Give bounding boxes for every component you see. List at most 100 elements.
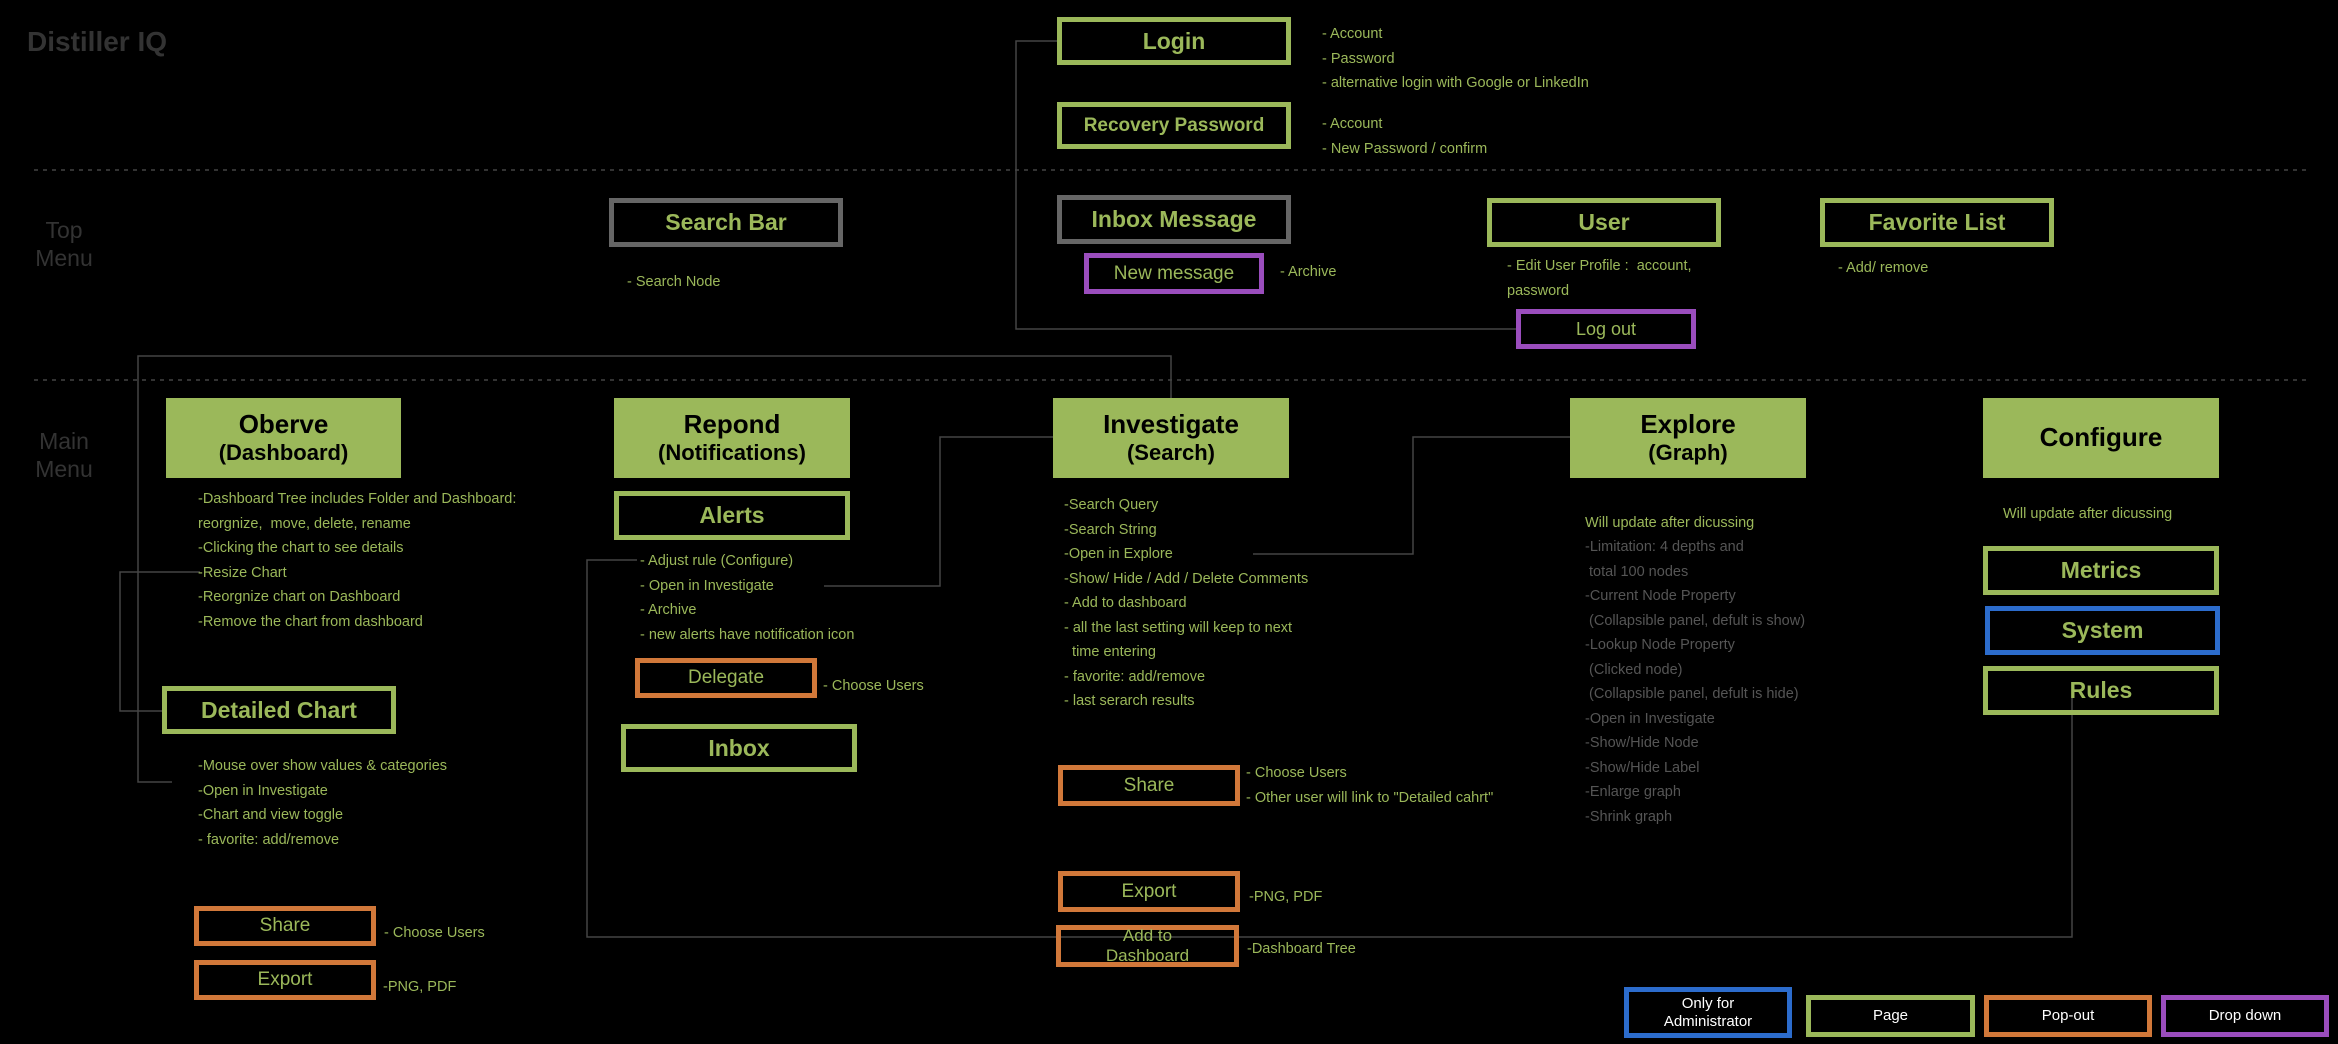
explore-note: -Enlarge graph xyxy=(1585,784,1681,800)
investigate-share-note: - Other user will link to "Detailed cahr… xyxy=(1246,789,1494,806)
legend-page: Page xyxy=(1806,995,1975,1037)
investigate-note: -Show/ Hide / Add / Delete Comments xyxy=(1064,570,1309,587)
explore-notes: -Limitation: 4 depths and total 100 node… xyxy=(1585,535,1805,829)
login-note: - Account xyxy=(1322,26,1383,42)
explore-note: -Shrink graph xyxy=(1585,808,1673,825)
explore-note: (Collapsible panel, defult is hide) xyxy=(1585,686,1799,702)
legend-dropdown: Drop down xyxy=(2161,995,2329,1037)
alerts-page[interactable]: Alerts xyxy=(614,491,850,540)
logout-dropdown[interactable]: Log out xyxy=(1516,309,1696,349)
investigate-share-notes: - Choose Users - Other user will link to … xyxy=(1246,761,1493,810)
favorite-list-page[interactable]: Favorite List xyxy=(1820,198,2054,247)
user-page[interactable]: User xyxy=(1487,198,1721,247)
alerts-note: - Adjust rule (Configure) xyxy=(640,553,794,569)
investigate-export-popout[interactable]: Export xyxy=(1058,871,1240,912)
favorite-list-note: - Add/ remove xyxy=(1838,260,1929,276)
add-to-dashboard-note: -Dashboard Tree xyxy=(1247,941,1356,957)
investigate-notes: -Search Query-Search String-Open in Expl… xyxy=(1064,493,1308,714)
observe-share-note: - Choose Users xyxy=(384,925,485,941)
login-page[interactable]: Login xyxy=(1057,17,1291,65)
add-to-dashboard-popout[interactable]: Add to Dashboard xyxy=(1056,925,1239,967)
user-note: password xyxy=(1507,282,1570,299)
observe-title: Oberve xyxy=(238,409,329,440)
explore-note: -Limitation: 4 depths and xyxy=(1585,539,1744,555)
respond-notifications-page[interactable]: Repond (Notifications) xyxy=(614,398,850,478)
observe-share-popout[interactable]: Share xyxy=(194,906,376,946)
inbox-page[interactable]: Inbox xyxy=(621,724,857,772)
observe-dashboard-page[interactable]: Oberve (Dashboard) xyxy=(166,398,401,478)
explore-note: -Open in Investigate xyxy=(1585,710,1715,727)
delegate-popout[interactable]: Delegate xyxy=(635,658,817,698)
alerts-notes: - Adjust rule (Configure)- Open in Inves… xyxy=(640,549,854,647)
detailed-chart-note: -Mouse over show values & categories xyxy=(198,758,448,774)
explore-note: -Show/Hide Label xyxy=(1585,759,1700,776)
recovery-note: - Account xyxy=(1322,116,1383,132)
user-notes: - Edit User Profile : account, password xyxy=(1507,254,1692,303)
alerts-note: - new alerts have notification icon xyxy=(640,626,855,643)
top-menu-label: Top Menu xyxy=(35,217,93,271)
investigate-subtitle: (Search) xyxy=(1126,440,1216,466)
app-title: Distiller IQ xyxy=(27,26,168,57)
explore-status-note: Will update after dicussing xyxy=(1585,515,1755,531)
login-logout-connector xyxy=(1015,40,1516,330)
detailed-chart-notes: -Mouse over show values & categories -Ope… xyxy=(198,754,447,852)
alerts-note: - Archive xyxy=(640,602,697,618)
explore-note: -Show/Hide Node xyxy=(1585,735,1699,751)
observe-export-popout[interactable]: Export xyxy=(194,960,376,1000)
configure-title: Configure xyxy=(2039,422,2163,453)
investigate-note: time entering xyxy=(1064,644,1156,660)
login-notes: - Account- Password- alternative login w… xyxy=(1322,22,1589,96)
rules-page[interactable]: Rules xyxy=(1983,666,2219,715)
investigate-note: - Add to dashboard xyxy=(1064,595,1187,611)
observe-note: -Reorgnize chart on Dashboard xyxy=(198,589,401,605)
investigate-note: - favorite: add/remove xyxy=(1064,668,1206,685)
investigate-search-page[interactable]: Investigate (Search) xyxy=(1053,398,1289,478)
inbox-message[interactable]: Inbox Message xyxy=(1057,195,1291,244)
investigate-title: Investigate xyxy=(1103,409,1239,440)
alerts-investigate-connector xyxy=(824,436,1055,587)
metrics-page[interactable]: Metrics xyxy=(1983,546,2219,595)
investigate-note: - last serarch results xyxy=(1064,693,1195,709)
user-note: - Edit User Profile : account, xyxy=(1507,258,1692,274)
configure-note: Will update after dicussing xyxy=(2003,506,2173,522)
observe-notes: -Dashboard Tree includes Folder and Dash… xyxy=(198,487,516,634)
detailed-chart-note: -Open in Investigate xyxy=(198,782,328,799)
detailed-chart-page[interactable]: Detailed Chart xyxy=(162,686,396,734)
login-note: - Password xyxy=(1322,50,1395,67)
search-bar-note: - Search Node xyxy=(627,274,721,290)
explore-note: (Collapsible panel, defult is show) xyxy=(1585,612,1806,629)
investigate-share-note: - Choose Users xyxy=(1246,765,1347,781)
detailed-chart-note: -Chart and view toggle xyxy=(198,807,344,823)
dashboard-detailed-connector xyxy=(119,571,200,712)
respond-title: Repond xyxy=(683,409,781,440)
explore-graph-page[interactable]: Explore (Graph) xyxy=(1570,398,1806,478)
investigate-export-note: -PNG, PDF xyxy=(1249,889,1323,905)
observe-note: -Clicking the chart to see details xyxy=(198,540,404,556)
observe-note: -Dashboard Tree includes Folder and Dash… xyxy=(198,491,517,507)
search-bar[interactable]: Search Bar xyxy=(609,198,843,247)
investigate-share-popout[interactable]: Share xyxy=(1058,765,1240,806)
explore-title: Explore xyxy=(1640,409,1736,440)
explore-note: (Clicked node) xyxy=(1585,661,1683,678)
legend-popout: Pop-out xyxy=(1984,995,2152,1037)
investigate-note: -Search String xyxy=(1064,521,1157,538)
recovery-notes: - Account- New Password / confirm xyxy=(1322,112,1487,161)
respond-subtitle: (Notifications) xyxy=(658,440,806,466)
configure-page[interactable]: Configure xyxy=(1983,398,2219,478)
observe-subtitle: (Dashboard) xyxy=(218,440,349,466)
delegate-note: - Choose Users xyxy=(823,678,924,694)
system-admin-page[interactable]: System xyxy=(1985,606,2220,655)
alerts-rules-connector xyxy=(586,559,2073,938)
investigate-note: -Open in Explore xyxy=(1064,546,1173,562)
legend-admin: Only for Administrator xyxy=(1624,987,1792,1038)
new-message-dropdown[interactable]: New message xyxy=(1084,253,1264,294)
explore-note: total 100 nodes xyxy=(1585,563,1689,580)
detailed-chart-note: - favorite: add/remove xyxy=(198,831,340,848)
observe-note: -Resize Chart xyxy=(198,564,287,581)
recovery-password-page[interactable]: Recovery Password xyxy=(1057,102,1291,149)
explore-note: -Current Node Property xyxy=(1585,588,1736,604)
observe-export-note: -PNG, PDF xyxy=(383,979,457,995)
observe-note: -Remove the chart from dashboard xyxy=(198,613,423,630)
explore-note: -Lookup Node Property xyxy=(1585,637,1735,653)
